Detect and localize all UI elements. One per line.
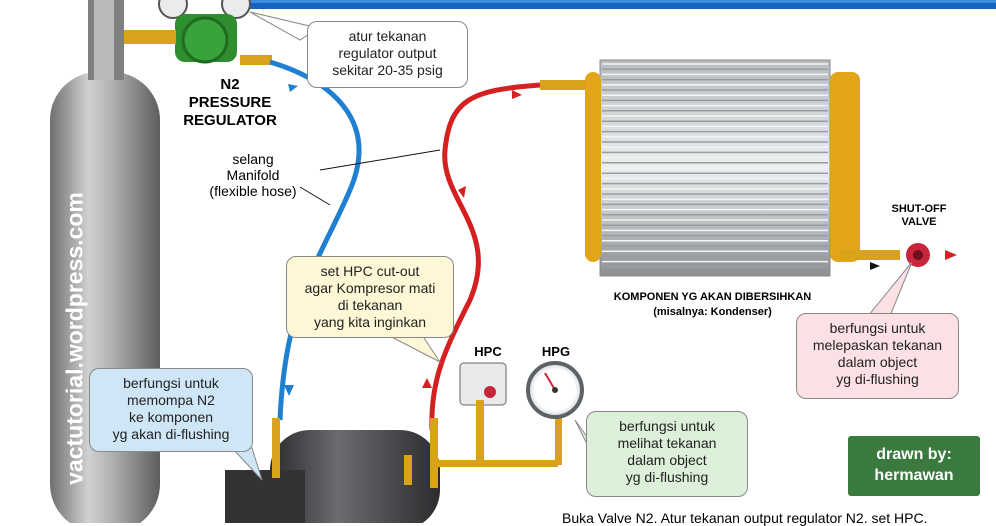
hpc-label: HPC	[474, 344, 502, 359]
watermark-text: vactutorial.wordpress.com	[61, 192, 88, 485]
flow-arrow-3	[512, 90, 522, 99]
red-hose	[429, 82, 541, 431]
shutoff-valve-label: SHUT-OFF VALVE	[891, 203, 947, 228]
regulator-title: N2 PRESSURE REGULATOR	[183, 76, 277, 129]
credit-line-2: hermawan	[874, 467, 954, 484]
callout-hpc-setting: set HPC cut-out agar Kompresor mati di t…	[286, 256, 454, 338]
callout-valve-function: berfungsi untuk melepaskan tekanan dalam…	[796, 313, 959, 399]
callout-gauge-function: berfungsi untuk melihat tekanan dalam ob…	[586, 411, 748, 497]
footer-instruction: Buka Valve N2. Atur tekanan output regul…	[562, 510, 928, 526]
flow-arrow-1	[288, 84, 298, 92]
component-subtitle: (misalnya: Kondenser)	[653, 306, 772, 318]
callout-compressor-pump: berfungsi untuk memompa N2 ke komponen y…	[89, 368, 253, 452]
compressor	[225, 415, 562, 523]
credit-box: drawn by: hermawan	[848, 436, 980, 496]
component-title: KOMPONEN YG AKAN DIBERSIHKAN	[613, 291, 812, 303]
hpg-gauge	[526, 361, 584, 419]
shut-off-valve	[870, 243, 957, 270]
flow-arrow-2	[284, 385, 294, 396]
flow-arrow-4	[458, 186, 466, 198]
hpc-switch	[459, 362, 507, 460]
n2-pressure-regulator	[124, 0, 272, 65]
top-banner	[230, 0, 996, 9]
hpg-label: HPG	[541, 344, 571, 359]
credit-line-1: drawn by:	[876, 446, 952, 463]
flow-arrow-5	[422, 378, 432, 388]
condenser-coil	[585, 59, 900, 277]
callout-regulator-output: atur tekanan regulator output sekitar 20…	[307, 21, 468, 88]
hose-label: selang Manifold (flexible hose)	[209, 151, 297, 199]
